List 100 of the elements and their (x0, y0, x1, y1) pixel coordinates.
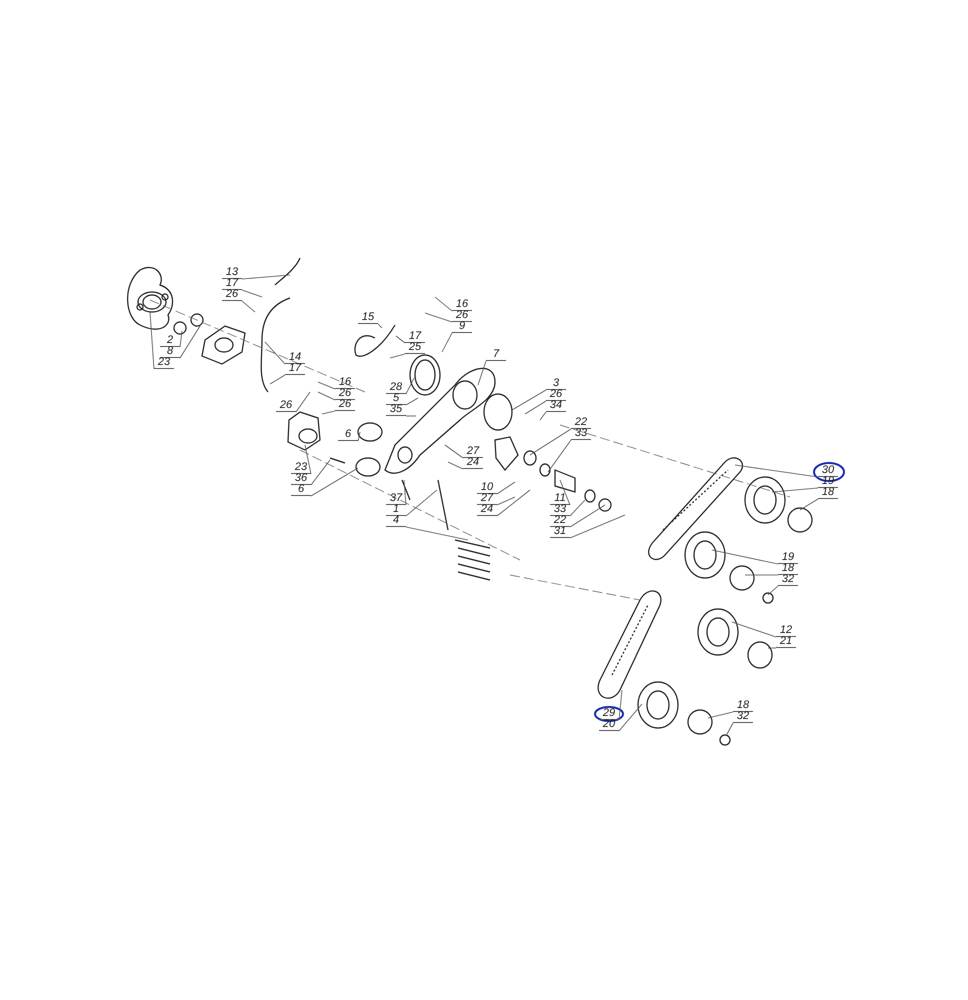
callout-number: 27 (463, 446, 483, 458)
leader-line (478, 360, 486, 386)
callout-number: 10 (477, 482, 497, 494)
callout-number: 34 (546, 400, 566, 412)
leader-line (270, 374, 286, 384)
leader-line (442, 332, 452, 352)
callout-number: 6 (338, 429, 358, 441)
callout-number: 22 (571, 417, 591, 429)
callout-number: 14 (285, 352, 305, 364)
callout-number: 18 (818, 487, 838, 499)
leader-line (570, 514, 626, 538)
leader-line (496, 496, 516, 506)
leader-line (242, 290, 262, 298)
leader-line (732, 622, 776, 638)
leader-line (512, 390, 546, 410)
callout-number: 11 (550, 493, 570, 505)
callout-number: 30 (818, 465, 838, 477)
callout-number: 17 (405, 331, 425, 343)
leader-line (180, 326, 200, 358)
callout-number: 9 (452, 321, 472, 333)
leader-line (378, 324, 382, 328)
callout-number: 17 (222, 278, 242, 290)
callout-number: 20 (599, 719, 619, 731)
leader-line (304, 444, 312, 474)
leader-line (322, 410, 336, 414)
leader-line (404, 480, 406, 506)
leader-line (772, 488, 818, 492)
callout-number: 23 (291, 462, 311, 474)
callout-number: 16 (335, 377, 355, 389)
callout-number: 5 (386, 393, 406, 405)
leader-line (570, 504, 606, 528)
callout-number: 26 (222, 289, 242, 301)
leader-line (242, 300, 256, 312)
callout-number: 6 (291, 484, 311, 496)
callout-number: 37 (386, 493, 406, 505)
callout-number: 26 (452, 310, 472, 322)
leader-line (406, 490, 438, 516)
leader-line (712, 550, 778, 564)
leader-line (310, 460, 330, 486)
leader-line (434, 296, 452, 312)
leader-line (618, 704, 642, 732)
callout-number: 26 (335, 388, 355, 400)
leader-line (242, 274, 290, 280)
leader-line (396, 336, 406, 344)
leader-line (406, 398, 418, 406)
leader-line (264, 342, 286, 364)
callout-number: 19 (778, 552, 798, 564)
callout-number: 8 (160, 346, 180, 358)
leader-line (448, 462, 464, 470)
callout-number: 13 (222, 267, 242, 279)
leader-line (406, 526, 468, 540)
leader-line (180, 330, 182, 348)
callout-number: 2 (160, 335, 180, 347)
leader-line (524, 400, 546, 414)
callout-number: 18 (733, 700, 753, 712)
callout-number: 26 (546, 389, 566, 401)
callout-number: 27 (477, 493, 497, 505)
callout-number: 32 (733, 711, 753, 723)
callout-number: 29 (599, 708, 619, 720)
leader-line (726, 722, 734, 736)
callout-number: 25 (405, 342, 425, 354)
callout-number: 24 (463, 457, 483, 469)
callout-number: 26 (335, 399, 355, 411)
callout-number: 23 (154, 357, 174, 369)
callout-number: 15 (358, 312, 378, 324)
leader-line (150, 312, 154, 370)
callout-number: 28 (386, 382, 406, 394)
leader-line (390, 354, 406, 358)
callout-number: 7 (486, 349, 506, 361)
callout-number: 35 (386, 404, 406, 416)
callout-number: 3 (546, 378, 566, 390)
callout-number: 24 (477, 504, 497, 516)
leader-line (406, 378, 414, 394)
callout-number: 32 (778, 574, 798, 586)
callout-number: 22 (550, 515, 570, 527)
callout-number: 21 (776, 636, 796, 648)
leader-line (496, 490, 530, 516)
callout-number: 18 (778, 563, 798, 575)
leader-line (318, 382, 336, 390)
callout-number: 36 (291, 473, 311, 485)
leader-line (800, 498, 818, 510)
leader-line (540, 412, 546, 420)
leader-line (734, 464, 818, 478)
callout-number: 16 (452, 299, 472, 311)
callout-number: 33 (571, 428, 591, 440)
callout-number: 17 (285, 363, 305, 375)
leader-line (708, 712, 734, 718)
leader-line (570, 500, 586, 516)
leader-line (310, 468, 358, 496)
leader-line (296, 392, 310, 412)
callout-number: 31 (550, 526, 570, 538)
leader-line (768, 586, 778, 596)
callout-number: 1 (386, 504, 406, 516)
leader-line (618, 690, 622, 720)
leader-line (530, 428, 572, 456)
leader-line (424, 312, 452, 322)
callout-number: 26 (276, 400, 296, 412)
callout-number: 12 (776, 625, 796, 637)
leader-line (548, 440, 572, 472)
callout-number: 33 (550, 504, 570, 516)
